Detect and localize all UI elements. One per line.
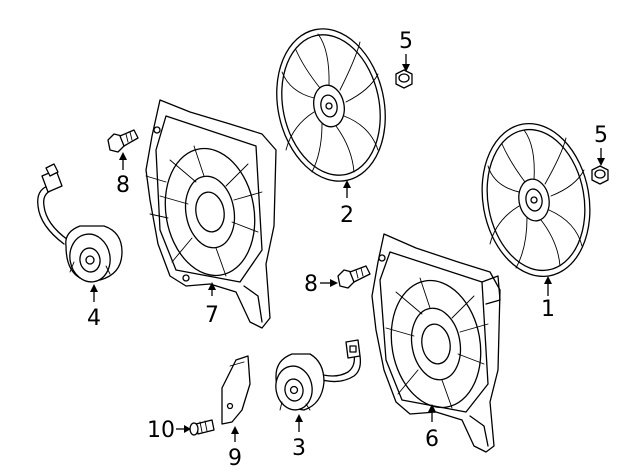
bolt-lower	[337, 265, 371, 289]
callout-5-upper-label: 5	[399, 29, 413, 54]
screw-small	[189, 419, 215, 436]
callout-5-upper: 5	[399, 29, 413, 72]
nut-lower	[591, 165, 609, 185]
callout-10: 10	[147, 418, 191, 443]
callout-8-lower-label: 8	[304, 272, 318, 297]
callout-1: 1	[541, 276, 555, 322]
callout-3: 3	[292, 414, 306, 461]
callout-4-label: 4	[87, 306, 101, 331]
nut-upper	[395, 69, 413, 89]
callout-2-label: 2	[340, 203, 354, 228]
callout-4: 4	[87, 284, 101, 331]
fan-motor-right	[275, 339, 362, 411]
callout-1-label: 1	[541, 297, 555, 322]
fan-shroud-left	[145, 99, 277, 329]
fan-motor-left	[37, 163, 123, 283]
bolt-upper	[107, 129, 139, 153]
callout-6-label: 6	[425, 427, 439, 452]
callout-7-label: 7	[205, 303, 219, 328]
callout-9-label: 9	[228, 446, 242, 471]
callout-8-upper: 8	[116, 152, 130, 198]
fan-blade-lower	[481, 122, 591, 278]
callout-8-upper-label: 8	[116, 173, 130, 198]
callout-9: 9	[228, 426, 242, 471]
callout-5-lower-label: 5	[594, 123, 608, 148]
callout-2: 2	[340, 180, 354, 228]
callout-8-lower: 8	[304, 272, 338, 297]
callout-7: 7	[205, 282, 219, 328]
callout-6: 6	[425, 404, 439, 452]
fan-blade-upper	[276, 28, 386, 182]
callout-10-label: 10	[147, 418, 175, 443]
fan-shroud-right	[371, 233, 501, 453]
callout-5-lower: 5	[594, 123, 608, 166]
callout-3-label: 3	[292, 436, 306, 461]
bracket-plate	[221, 355, 251, 425]
